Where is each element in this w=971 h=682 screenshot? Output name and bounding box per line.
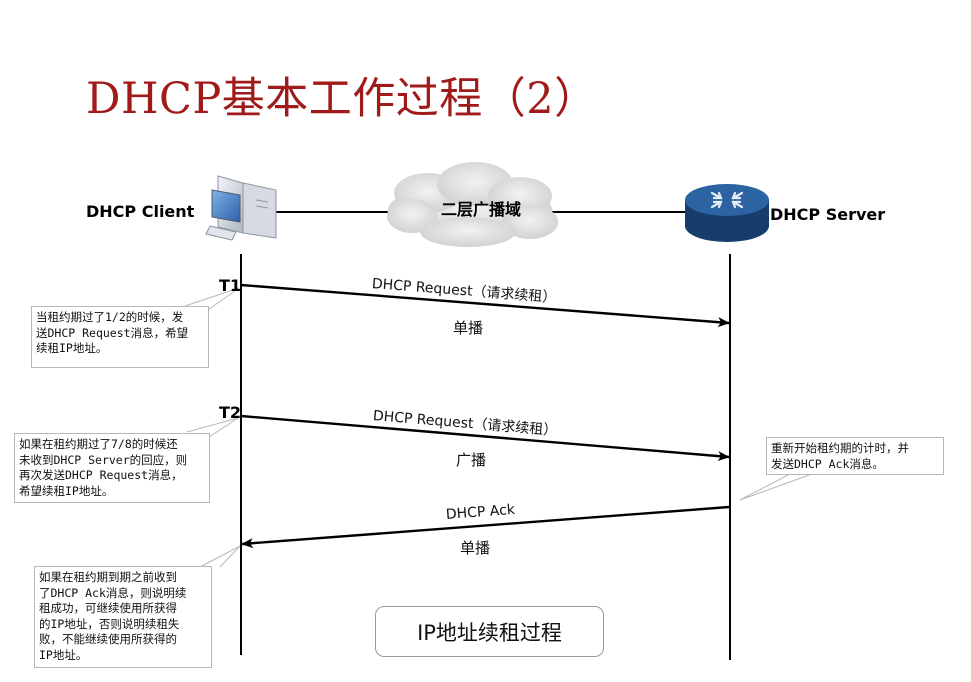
request-arrow-t1 — [240, 283, 730, 328]
note-server: 重新开始租约期的计时，并 发送DHCP Ack消息。 — [766, 437, 944, 475]
client-label: DHCP Client — [86, 202, 195, 221]
note-line: 发送DHCP Ack消息。 — [771, 456, 884, 471]
note-line: IP地址。 — [39, 647, 88, 662]
note-t1: 当租约期过了1/2的时候，发 送DHCP Request消息，希望 续租IP地址… — [31, 306, 209, 368]
note-pointer-ack — [199, 545, 241, 568]
note-ack: 如果在租约期到期之前收到 了DHCP Ack消息，则说明续 租成功，可继续使用所… — [34, 566, 212, 668]
note-line: 送DHCP Request消息，希望 — [36, 325, 189, 340]
note-t2: 如果在租约期过了7/8的时候还 未收到DHCP Server的回应，则 再次发送… — [14, 433, 210, 503]
cast-label-t1: 单播 — [453, 319, 484, 337]
page-title: DHCP基本工作过程（2） — [86, 74, 598, 124]
note-line: 如果在租约期到期之前收到 — [39, 570, 177, 584]
note-line: 的IP地址，否则说明续租失 — [39, 616, 180, 631]
note-line: 希望续租IP地址。 — [19, 483, 114, 498]
note-line: 再次发送DHCP Request消息， — [19, 468, 183, 482]
ack-arrow — [241, 505, 730, 549]
note-line: 续租IP地址。 — [36, 341, 108, 355]
network-label: 二层广播域 — [441, 200, 522, 219]
server-label: DHCP Server — [770, 205, 886, 224]
cast-label-t2: 广播 — [456, 451, 487, 469]
server-router-icon — [685, 184, 769, 242]
note-line: 如果在租约期过了7/8的时候还 — [19, 437, 178, 451]
caption-text: IP地址续租过程 — [417, 620, 562, 645]
note-pointer-server — [739, 473, 813, 501]
caption-box: IP地址续租过程 — [375, 606, 604, 657]
request-arrow-t2 — [240, 414, 730, 462]
time-label-t1: T1 — [219, 276, 242, 295]
time-label-t2: T2 — [219, 403, 242, 422]
client-pc-icon — [205, 175, 277, 241]
note-line: 租成功，可继续使用所获得 — [39, 601, 177, 615]
note-line: 未收到DHCP Server的回应，则 — [19, 452, 188, 467]
note-line: 重新开始租约期的计时，并 — [771, 441, 909, 455]
note-line: 当租约期过了1/2的时候，发 — [36, 310, 184, 324]
note-line: 败，不能继续使用所获得的 — [39, 632, 177, 646]
note-line: 了DHCP Ack消息，则说明续 — [39, 585, 187, 600]
cast-label-ack: 单播 — [460, 539, 491, 557]
broadcast-domain-cloud-icon — [387, 162, 558, 247]
